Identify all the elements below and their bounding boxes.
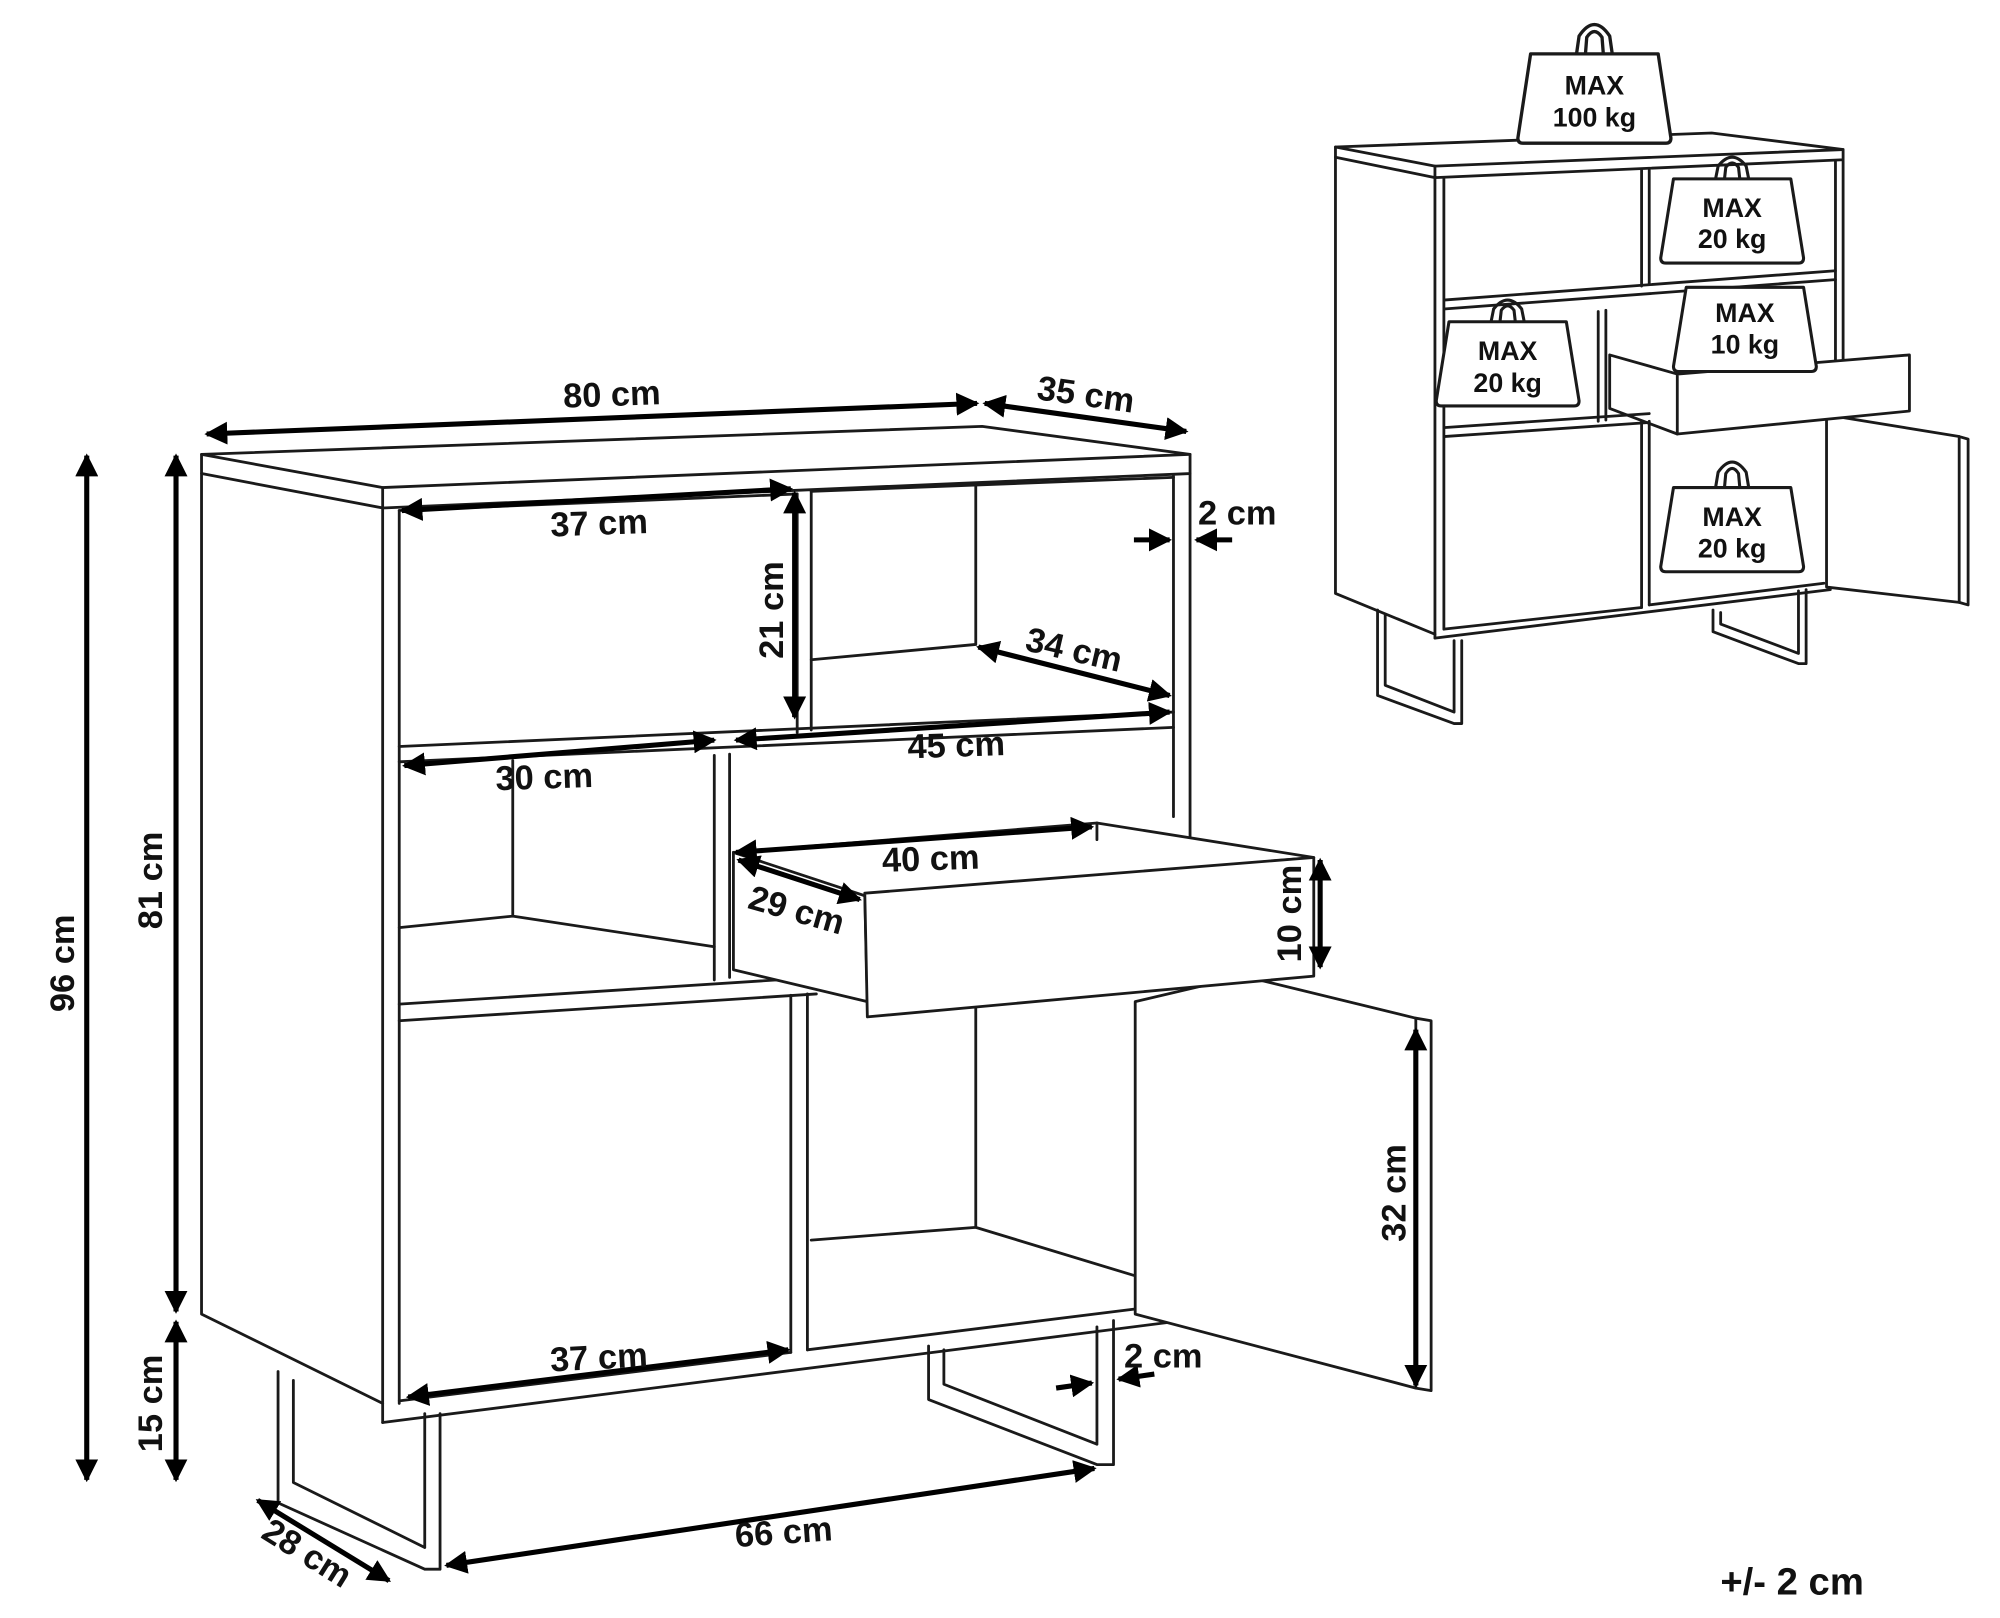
- arrow-depth-total: [982, 394, 1189, 440]
- label-leg-span-width: 66 cm: [734, 1510, 834, 1555]
- weight-value: 20 kg: [1698, 534, 1766, 564]
- open-door-edge: [1414, 1016, 1433, 1393]
- shelf-lower: [397, 975, 818, 1023]
- mini-bottom-slab: [1433, 581, 1832, 640]
- weight-value: 10 kg: [1711, 330, 1779, 360]
- mini-bottom-divider: [1640, 419, 1651, 609]
- front-frame-left: [381, 506, 401, 1424]
- arrow-width-total: [204, 392, 980, 445]
- weight-body-icon: [1659, 486, 1806, 574]
- mini-left-leg: [1376, 608, 1464, 725]
- weight-label: MAX: [1478, 336, 1538, 366]
- middle-left-cell-back: [397, 759, 716, 949]
- mini-drawer-front: [1675, 353, 1911, 436]
- weight-value: 100 kg: [1553, 103, 1636, 133]
- weight-top-right-cell: MAX 20 kg: [1659, 155, 1806, 265]
- arrow-bottom-left-width: [405, 1340, 791, 1406]
- top-divider: [795, 489, 813, 734]
- load-capacity-drawing: MAX 100 kg MAX 20 kg MAX 10 kg MAX 20 kg…: [1334, 22, 1970, 725]
- tolerance-note: +/- 2 cm: [1720, 1561, 1864, 1604]
- label-middle-left-width: 30 cm: [495, 757, 594, 798]
- weight-body-icon: [1516, 52, 1673, 145]
- arrow-drawer-depth: [736, 855, 862, 905]
- weight-middle-left-cell: MAX 20 kg: [1434, 298, 1581, 408]
- label-total-height: 96 cm: [44, 915, 82, 1013]
- main-cabinet-drawing: [200, 424, 1433, 1571]
- weight-drawer: MAX 10 kg: [1671, 285, 1818, 374]
- arrow-leg-depth: [255, 1498, 391, 1583]
- label-top-left-width: 37 cm: [550, 503, 649, 544]
- weight-body-icon: [1659, 177, 1806, 265]
- weight-handle-icon: [1574, 22, 1614, 56]
- label-door-height: 32 cm: [1376, 1144, 1414, 1242]
- weight-top: MAX 100 kg: [1516, 22, 1673, 145]
- weight-handle-icon: [1714, 155, 1751, 181]
- mini-drawer-side: [1608, 353, 1679, 436]
- label-drawer-width: 40 cm: [881, 839, 980, 880]
- middle-divider: [712, 752, 731, 982]
- drawer-front: [863, 856, 1316, 1019]
- weight-value: 20 kg: [1698, 224, 1766, 254]
- front-frame-right: [1172, 472, 1192, 844]
- label-panel-thickness-top: 2 cm: [1198, 495, 1276, 533]
- mini-middle-divider: [1596, 308, 1608, 423]
- arrow-leg-span-width: [444, 1460, 1097, 1574]
- open-door: [1133, 974, 1418, 1390]
- bottom-slab: [381, 1302, 1175, 1424]
- weight-label: MAX: [1715, 298, 1775, 328]
- weight-value: 20 kg: [1473, 368, 1541, 398]
- arrow-drawer-slot-width: [733, 701, 1172, 751]
- label-panel-thickness-bottom: 2 cm: [1124, 1338, 1202, 1376]
- arrow-panel-thickness-bottom-left: [1055, 1374, 1095, 1398]
- mini-top-divider: [1640, 168, 1651, 288]
- weight-label: MAX: [1702, 502, 1762, 532]
- top-right-cell-back: [809, 482, 978, 662]
- arrow-panel-thickness-bottom-right: [1116, 1364, 1155, 1388]
- mini-shelf-lower: [1442, 412, 1651, 438]
- dimension-arrows: [75, 392, 1428, 1583]
- mini-left-side-panel: [1334, 155, 1437, 636]
- left-side-panel: [200, 472, 385, 1405]
- weight-body-icon: [1671, 285, 1818, 374]
- weight-handle-icon: [1489, 298, 1526, 324]
- mini-open-door-edge: [1957, 435, 1970, 607]
- label-width-total: 80 cm: [562, 374, 661, 415]
- label-top-left-height: 21 cm: [753, 561, 791, 659]
- arrow-drawer-width: [733, 816, 1095, 863]
- weight-label: MAX: [1565, 71, 1625, 101]
- arrow-top-right-depth: [976, 640, 1172, 702]
- label-leg-height: 15 cm: [132, 1355, 170, 1453]
- label-bottom-left-width: 37 cm: [549, 1336, 648, 1379]
- bottom-right-cell-back: [809, 1006, 1137, 1278]
- dimension-labels: 80 cm 35 cm 96 cm 81 cm 15 cm 37 cm 21 c…: [44, 369, 1864, 1603]
- weight-bottom-right-cell: MAX 20 kg: [1659, 460, 1806, 574]
- weight-body-icon: [1434, 320, 1581, 408]
- weight-handle-icon: [1714, 460, 1751, 490]
- mini-shelf-upper: [1442, 269, 1837, 311]
- right-leg: [927, 1319, 1115, 1467]
- arrow-top-left-width: [399, 478, 794, 521]
- label-leg-depth: 28 cm: [255, 1512, 358, 1596]
- label-body-height: 81 cm: [132, 832, 170, 930]
- top-surface: [200, 424, 1192, 489]
- label-drawer-slot-width: 45 cm: [907, 725, 1006, 766]
- bottom-divider: [789, 992, 809, 1354]
- label-drawer-height: 10 cm: [1271, 865, 1309, 963]
- mini-open-door: [1825, 413, 1961, 604]
- weight-label: MAX: [1702, 193, 1762, 223]
- arrow-middle-left-width: [402, 730, 717, 776]
- mini-right-leg: [1711, 588, 1808, 665]
